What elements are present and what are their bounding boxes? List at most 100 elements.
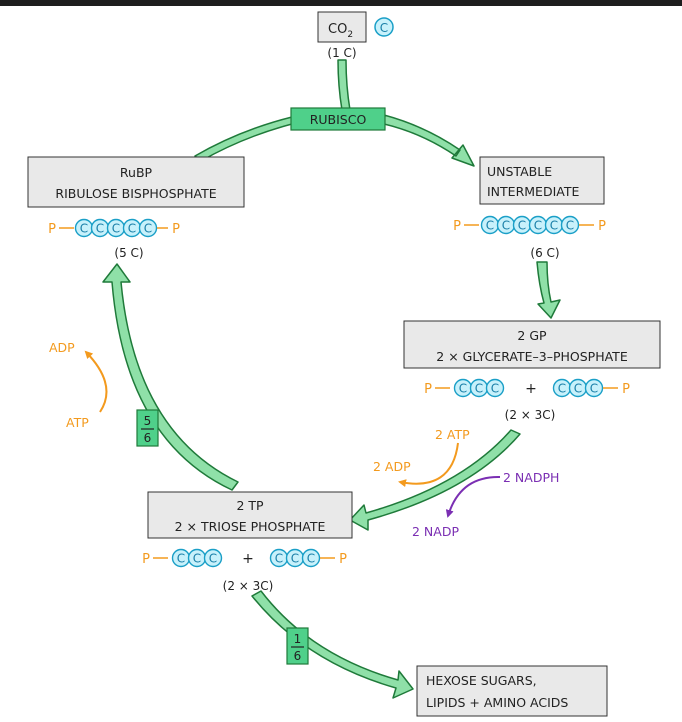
tp-right-carbon-letter: C [307,552,315,566]
output-fraction-num: 1 [294,632,302,646]
gp-left-carbon-letter: C [459,382,467,396]
arrow-gp-to-tp [349,429,521,531]
reduction-atp-adp-curve [398,442,459,488]
gp-right-carbon [584,378,604,398]
reduction-adp-label: 2 ADP [373,459,411,474]
hexose-node: HEXOSE SUGARS, LIPIDS + AMINO ACIDS [416,665,608,717]
gp-box [403,320,661,369]
gp-abbrev: 2 GP [517,328,547,343]
gp-right-carbon-letter: C [558,382,566,396]
co2-node: CO2 C (1 C) [317,11,394,60]
rubp-carbon-letter: C [112,222,120,236]
gp-left-carbon [485,378,505,398]
tp-left-carbon-letter: C [209,552,217,566]
co2-carbon-icon [374,17,394,37]
gp-phosphate-right: P [622,382,630,397]
rubp-carbon-count: (5 C) [114,246,143,260]
hexose-line1: HEXOSE SUGARS, [426,673,537,688]
rubp-box [27,156,245,208]
unstable-carbon-letter: C [550,219,558,233]
unstable-line2: INTERMEDIATE [487,184,579,199]
co2-box [317,11,367,43]
gp-carbon-count: (2 × 3C) [505,408,556,422]
tp-abbrev: 2 TP [236,498,264,513]
unstable-phosphate-left: P [453,219,461,234]
regeneration-atp-adp-curve [84,350,108,413]
unstable-carbon-letter: C [502,219,510,233]
tp-fullname: 2 × TRIOSE PHOSPHATE [175,519,326,534]
co2-carbon-letter: C [380,21,388,35]
tp-phosphate-left: P [142,552,150,567]
gp-right-carbon-letter: C [590,382,598,396]
regeneration-adp-label: ADP [49,340,75,355]
hexose-line2: LIPIDS + AMINO ACIDS [426,695,568,710]
arrow-rubp-to-rubisco [194,116,293,162]
top-bar [0,0,682,6]
cofactor-arrows [84,350,501,518]
unstable-phosphate-right: P [598,219,606,234]
unstable-carbon [560,215,580,235]
reduction-atp-label: 2 ATP [435,427,470,442]
unstable-carbon-letter: C [486,219,494,233]
unstable-carbon-letter: C [566,219,574,233]
co2-formula: CO2 [328,22,353,40]
regeneration-fraction-num: 5 [144,414,152,428]
unstable-line1: UNSTABLE [487,164,552,179]
tp-plus: + [242,551,254,567]
tp-box [147,491,353,539]
reduction-nadph-nadp-curve [445,475,501,518]
rubp-phosphate-left: P [48,222,56,237]
unstable-carbon-letter: C [518,219,526,233]
rubp-phosphate-right: P [172,222,180,237]
tp-right-carbon-letter: C [275,552,283,566]
tp-left-carbon [203,548,223,568]
rubisco-label: RUBISCO [310,112,367,127]
tp-right-carbon-letter: C [291,552,299,566]
arrow-co2-to-rubisco [337,59,351,111]
rubp-carbon-letter: C [80,222,88,236]
unstable-carbon-count: (6 C) [530,246,559,260]
rubp-fullname: RIBULOSE BISPHOSPHATE [55,186,216,201]
gp-left-carbon-letter: C [491,382,499,396]
gp-phosphate-left: P [424,382,432,397]
gp-plus: + [525,381,537,397]
tp-left-carbon-letter: C [177,552,185,566]
rubisco-node: RUBISCO [290,107,386,131]
reduction-nadp-label: 2 NADP [412,524,459,539]
hexose-box [416,665,608,717]
tp-phosphate-right: P [339,552,347,567]
gp-fullname: 2 × GLYCERATE–3–PHOSPHATE [436,349,628,364]
gp-right-carbon-letter: C [574,382,582,396]
arrow-rubisco-to-unstable [383,114,475,167]
rubp-carbon-letter: C [96,222,104,236]
unstable-box [479,156,605,205]
rubp-carbon-letter: C [144,222,152,236]
rubisco-box [290,107,386,131]
unstable-carbon-letter: C [534,219,542,233]
rubp-abbrev: RuBP [120,165,153,180]
reduction-nadph-label: 2 NADPH [503,470,559,485]
regeneration-atp-label: ATP [66,415,89,430]
arrow-unstable-to-gp [536,261,561,319]
tp-carbon-count: (2 × 3C) [223,579,274,593]
tp-left-carbon-letter: C [193,552,201,566]
regeneration-fraction-den: 6 [144,431,152,445]
arrow-tp-to-hexose [251,590,414,699]
gp-left-carbon-letter: C [475,382,483,396]
rubp-carbon [138,218,158,238]
arrow-tp-to-rubp [102,263,239,491]
output-fraction: 1 6 [286,627,309,665]
cycle-arrows [102,59,561,699]
output-fraction-den: 6 [294,649,302,663]
rubp-carbon-letter: C [128,222,136,236]
